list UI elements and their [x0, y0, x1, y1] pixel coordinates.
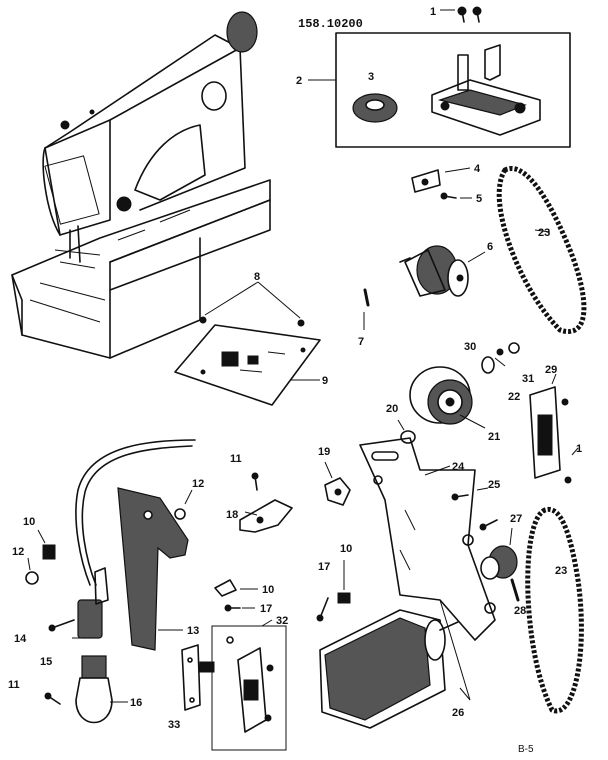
item-4-bracket — [411, 167, 471, 193]
item-6-motor — [399, 245, 486, 297]
callout-24: 24 — [452, 461, 465, 473]
callout-14: 14 — [14, 633, 27, 645]
callout-26: 26 — [452, 707, 464, 719]
callout-19: 19 — [318, 446, 330, 458]
item-10-clip-motor — [337, 560, 351, 604]
item-1-screws — [440, 6, 482, 23]
callout-7: 7 — [358, 336, 364, 348]
callout-22: 22 — [508, 391, 520, 403]
item-7-pin — [363, 288, 370, 330]
callout-17-motor: 17 — [318, 561, 330, 573]
callout-11-top: 11 — [230, 453, 242, 465]
callout-23-upper: 23 — [538, 227, 550, 239]
item-17-screw-motor — [316, 597, 329, 622]
item-14-screw — [48, 619, 75, 632]
callout-30: 30 — [464, 341, 476, 353]
callout-10-left: 10 — [23, 516, 35, 528]
item-8-screws — [199, 281, 305, 327]
item-20-washer — [397, 419, 416, 444]
sewing-machine — [11, 11, 271, 359]
item-29-bracket — [529, 373, 579, 484]
item-30-washer — [481, 348, 506, 374]
callout-27: 27 — [510, 513, 522, 525]
callout-17-center: 17 — [260, 603, 272, 615]
item-25-screws — [451, 487, 498, 531]
callout-21: 21 — [488, 431, 500, 443]
item-12-nut-right — [174, 489, 193, 520]
callout-4: 4 — [474, 163, 481, 175]
item-26-motor — [319, 599, 471, 729]
item-32-switch — [211, 619, 287, 751]
callout-28: 28 — [514, 605, 526, 617]
callout-23-lower: 23 — [555, 565, 567, 577]
callout-20: 20 — [386, 403, 398, 415]
callout-33: 33 — [168, 719, 180, 731]
item-11-screw-bottom — [44, 692, 61, 705]
item-24-bracket — [359, 437, 496, 641]
callout-1-top: 1 — [430, 6, 436, 18]
callout-9: 9 — [322, 375, 328, 387]
callout-11-bottom: 11 — [8, 679, 20, 691]
callout-5: 5 — [476, 193, 482, 205]
callout-13: 13 — [187, 625, 199, 637]
item-31-nut — [508, 342, 520, 354]
callout-3: 3 — [368, 71, 374, 83]
item-2-group — [308, 32, 571, 148]
item-18-bracket — [239, 499, 293, 533]
item-11-screw-top — [251, 472, 259, 491]
callout-18: 18 — [226, 509, 238, 521]
item-9-plate — [174, 324, 321, 406]
callout-10-motor: 10 — [340, 543, 352, 555]
callout-1-right: 1 — [576, 443, 582, 455]
item-13-bracket — [117, 487, 189, 651]
callout-32: 32 — [276, 615, 288, 627]
callout-25: 25 — [488, 479, 500, 491]
item-10-clip-center — [214, 579, 258, 597]
item-15-socket — [72, 439, 196, 639]
item-19-nut — [324, 461, 351, 506]
item-33-plate — [181, 644, 215, 711]
item-16-lamp — [75, 655, 128, 724]
page-code: B-5 — [518, 744, 534, 755]
callout-12-right: 12 — [192, 478, 204, 490]
item-12-nut-left — [25, 557, 39, 585]
callout-15: 15 — [40, 656, 52, 668]
model-number: 158.10200 — [298, 17, 363, 31]
item-17-screw-center — [224, 604, 255, 612]
item-23-belt-lower — [525, 506, 584, 714]
callout-6: 6 — [487, 241, 493, 253]
item-28-pin — [510, 578, 520, 602]
item-27-coupling — [480, 527, 518, 580]
item-10-clip-left — [37, 529, 56, 560]
callout-16: 16 — [130, 697, 142, 709]
callout-8: 8 — [254, 271, 260, 283]
callout-2: 2 — [296, 75, 302, 87]
callout-12-left: 12 — [12, 546, 24, 558]
item-5-screw — [440, 192, 472, 200]
callout-29: 29 — [545, 364, 557, 376]
callout-10-center: 10 — [262, 584, 274, 596]
item-21-pulley — [409, 366, 486, 429]
item-23-belt-upper — [496, 166, 587, 334]
callout-31: 31 — [522, 373, 534, 385]
